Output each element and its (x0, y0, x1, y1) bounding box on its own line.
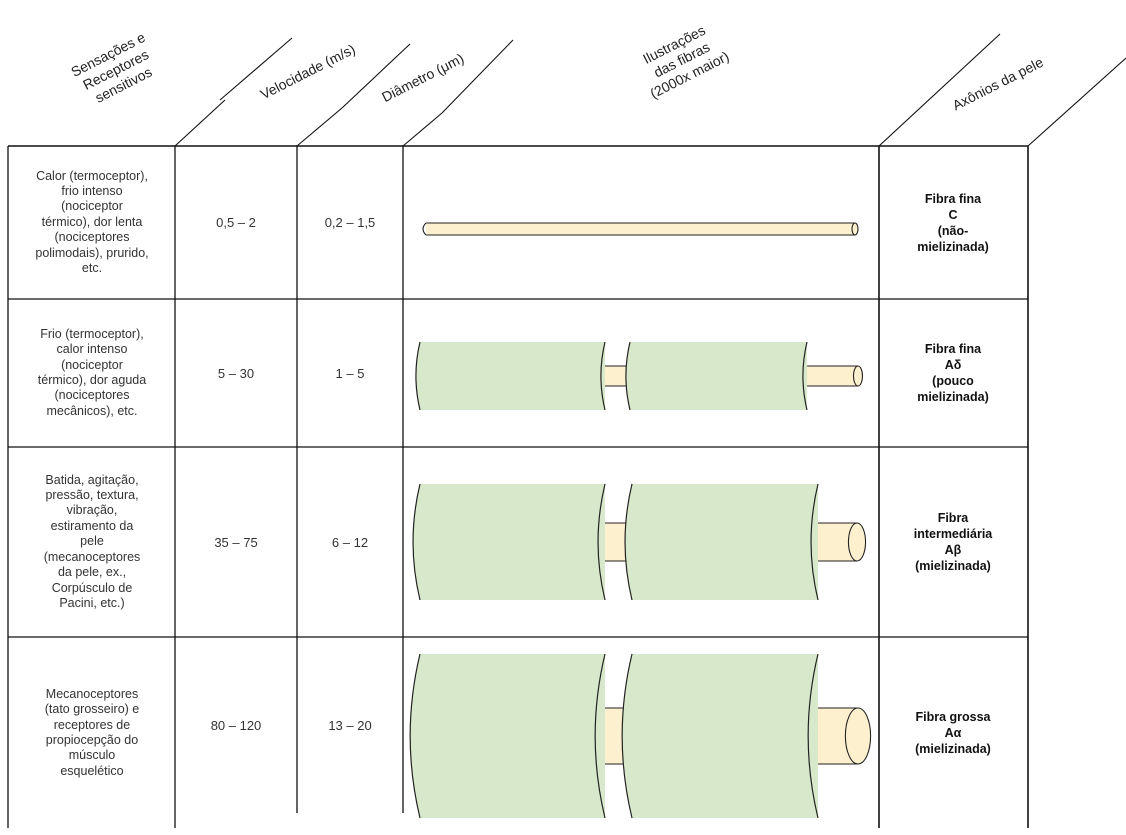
diametro-cell-1: 0,2 – 1,5 (324, 215, 376, 230)
diametro-cell-4: 13 – 20 (328, 717, 372, 733)
myelin-right-edge (810, 483, 819, 601)
axon-start (422, 222, 427, 236)
sensacoes-cell-3: Batida, agitação, pressão, textura, vibr… (43, 472, 141, 610)
fibra-cell-1: Fibra fina C (não- mielizinada) (917, 191, 989, 254)
sensacoes-cell-1: Calor (termoceptor), frio intenso (nocic… (35, 168, 149, 276)
myelin-body (420, 342, 605, 410)
fiber-abeta-end (847, 522, 867, 562)
header-slant-line (174, 99, 226, 147)
header-slant-line (1027, 57, 1126, 147)
header-diametro-line: Diâmetro (μm) (379, 50, 466, 105)
myelin-right-edge (597, 483, 606, 601)
myelin-right-edge (807, 653, 819, 819)
fiber-aalpha-myelin-2 (621, 653, 819, 819)
fiber-aalpha-end (844, 707, 872, 765)
header-slant-line (219, 37, 293, 101)
myelin-body (632, 484, 818, 600)
header-velocidade-line: Velocidade (m/s) (258, 41, 358, 103)
myelin-right-edge (802, 341, 808, 411)
fiber-abeta-myelin-1 (412, 483, 606, 601)
fiber-adelta-myelin-2 (625, 341, 808, 411)
myelin-left-edge (625, 341, 631, 411)
velocidade-cell-3: 35 – 75 (214, 534, 258, 550)
fiber-c-axon (426, 222, 855, 236)
myelin-left-edge (624, 483, 633, 601)
fibra-cell-2: Fibra fina Aδ (pouco mielizinada) (917, 342, 989, 404)
header-slant-line (441, 39, 514, 114)
fiber-adelta-end (852, 365, 864, 387)
header-slant-line (878, 33, 1001, 147)
header-axonios: Axônios da pele (950, 54, 1046, 114)
axon-body (426, 223, 855, 235)
sensacoes-cell-4: Mecanoceptores (tato grosseiro) e recept… (44, 686, 140, 778)
velocidade-cell-4: 80 – 120 (210, 717, 262, 733)
header-slant-line (296, 107, 343, 147)
diametro-cell-2: 1 – 5 (335, 365, 365, 381)
fiber-aalpha-myelin-1 (409, 653, 606, 819)
velocidade-cell-2: 5 – 30 (217, 365, 255, 381)
myelin-body (632, 654, 818, 818)
myelin-body (630, 342, 807, 410)
fibra-cell-3: Fibra intermediária Aβ (mielizinada) (913, 511, 993, 573)
velocidade-cell-1: 0,5 – 2 (216, 215, 256, 230)
header-slant-line (341, 43, 411, 109)
fiber-c-end (851, 222, 859, 236)
myelin-right-edge (600, 341, 606, 411)
myelin-body (420, 654, 605, 818)
myelin-right-edge (594, 653, 606, 819)
sensacoes-cell-2: Frio (termoceptor), calor intenso (nocic… (37, 326, 147, 418)
fiber-abeta-myelin-2 (624, 483, 819, 601)
header-slant-line (402, 112, 443, 147)
myelin-left-edge (621, 653, 633, 819)
fiber-adelta-myelin-1 (415, 341, 606, 411)
diametro-cell-3: 6 – 12 (331, 534, 369, 550)
fibra-cell-4: Fibra grossa Aα (mielizinada) (915, 710, 991, 756)
myelin-left-edge (412, 483, 421, 601)
header-diametro: Diâmetro (μm) (379, 50, 466, 105)
myelin-body (420, 484, 605, 600)
myelin-left-edge (415, 341, 421, 411)
header-velocidade: Velocidade (m/s) (258, 41, 358, 103)
myelin-left-edge (409, 653, 421, 819)
header-axonios-line: Axônios da pele (950, 54, 1046, 114)
